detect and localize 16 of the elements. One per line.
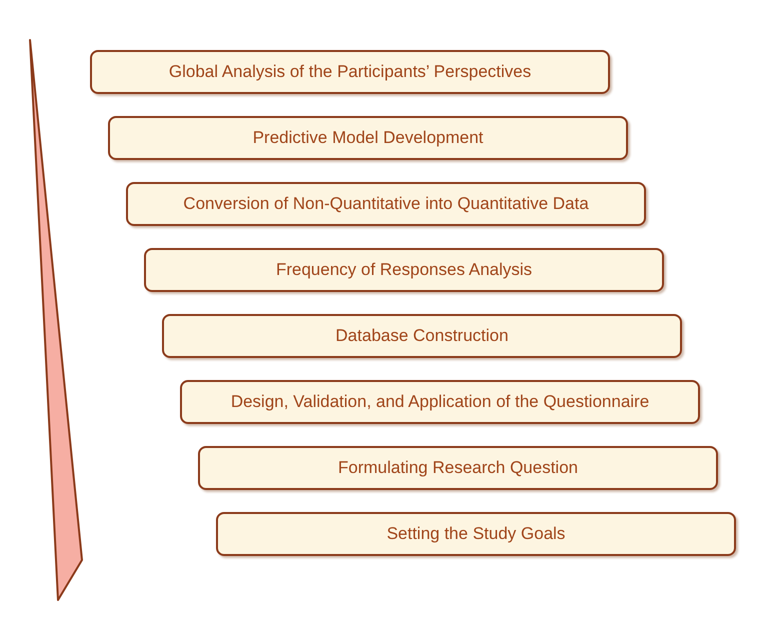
step-box <box>90 50 610 94</box>
step-box <box>180 380 700 424</box>
step-label: Design, Validation, and Application of the Questionnaire <box>230 391 650 413</box>
step-label: Setting the Study Goals <box>386 523 566 545</box>
step-label: Formulating Research Question <box>338 457 578 479</box>
step-box <box>108 116 628 160</box>
step-label: Database Construction <box>336 325 508 347</box>
step-box <box>162 314 682 358</box>
step-label: Frequency of Responses Analysis <box>276 259 532 281</box>
step-label: Global Analysis of the Participants’ Perspectives <box>168 61 532 83</box>
step-label: Conversion of Non-Quantitative into Quantitative Data <box>183 193 589 215</box>
step-box <box>198 446 718 490</box>
step-box <box>126 182 646 226</box>
step-label: Predictive Model Development <box>252 127 484 149</box>
step-box <box>216 512 736 556</box>
step-box <box>144 248 664 292</box>
